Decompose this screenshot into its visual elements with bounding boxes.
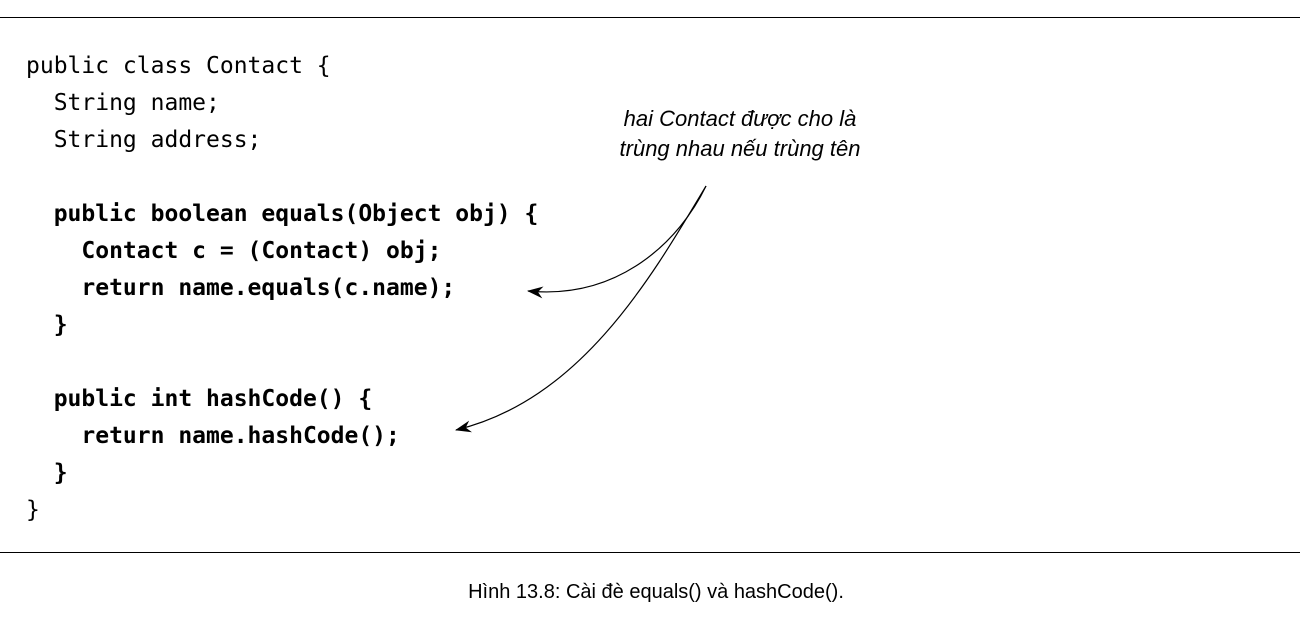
bottom-rule: [0, 552, 1300, 553]
arrow-to-hashcode: [455, 185, 707, 433]
annotation-line-2: trùng nhau nếu trùng tên: [619, 136, 861, 161]
code-line-1: public class Contact {: [26, 53, 331, 79]
code-line-5: public boolean equals(Object obj) {: [26, 201, 539, 227]
code-block: public class Contact { String name; Stri…: [26, 48, 538, 529]
code-line-8: }: [26, 312, 68, 338]
code-line-2: String name;: [26, 90, 220, 116]
annotation-note: hai Contact được cho là trùng nhau nếu t…: [560, 104, 920, 164]
code-line-12: }: [26, 460, 68, 486]
figure-caption: Hình 13.8: Cài đè equals() và hashCode()…: [468, 581, 844, 603]
code-line-7: return name.equals(c.name);: [26, 275, 456, 301]
annotation-line-1: hai Contact được cho là: [623, 106, 857, 131]
arrow-to-equals: [527, 185, 707, 299]
code-line-11: return name.hashCode();: [26, 423, 400, 449]
top-rule: [0, 17, 1300, 18]
code-line-13: }: [26, 497, 40, 523]
code-line-3: String address;: [26, 127, 262, 153]
code-line-6: Contact c = (Contact) obj;: [26, 238, 442, 264]
code-line-10: public int hashCode() {: [26, 386, 373, 412]
